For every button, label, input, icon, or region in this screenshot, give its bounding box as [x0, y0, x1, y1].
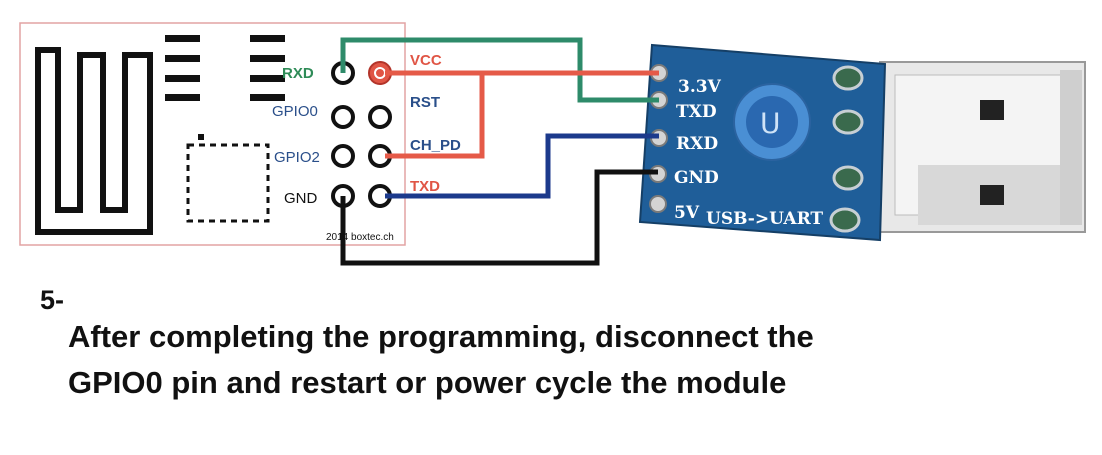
uart-board-label: USB->UART [706, 209, 823, 229]
uart-pin-gnd: GND [674, 168, 719, 188]
wire-txd-to-rxd [385, 133, 659, 199]
pin-label-ch-pd: CH_PD [410, 137, 461, 154]
board-credit: 2014 boxtec.ch [326, 232, 394, 243]
uart-pin-txd: TXD [676, 102, 717, 122]
smd-pads [165, 35, 285, 101]
wires [340, 37, 659, 266]
usb-plug [879, 61, 1086, 233]
uart-pin-rxd: RXD [676, 134, 718, 154]
wire-ch-pd-to-vcc [385, 73, 485, 159]
step-number: 5- [40, 285, 65, 315]
pin-label-rxd: RXD [282, 65, 314, 82]
uart-pin-5v: 5V [674, 203, 700, 223]
uart-pads [829, 65, 864, 233]
pin-label-gpio2: GPIO2 [274, 149, 320, 166]
logo-inner-icon [746, 96, 798, 148]
antenna-trace [35, 47, 153, 235]
usb-uart-adapter: ᑌ 3.3V TXD RXD GND 5V USB->UART [638, 43, 1086, 242]
caption-line-2: GPIO0 pin and restart or power cycle the… [68, 365, 787, 400]
chip-footprint [186, 134, 270, 223]
pin-label-vcc: VCC [410, 52, 442, 69]
caption-line-1: After completing the programming, discon… [68, 319, 814, 354]
pin-label-gpio0: GPIO0 [272, 103, 318, 120]
pin-label-gnd: GND [284, 190, 318, 207]
pin-label-txd: TXD [410, 178, 440, 195]
caption: After completing the programming, discon… [68, 314, 1068, 406]
wire-rxd-to-txd [340, 37, 659, 103]
uart-pin-3v3: 3.3V [678, 77, 722, 97]
pin-label-rst: RST [410, 94, 440, 111]
wire-gnd-to-gnd [340, 169, 658, 266]
logo-glyph-icon: ᑌ [760, 107, 781, 140]
